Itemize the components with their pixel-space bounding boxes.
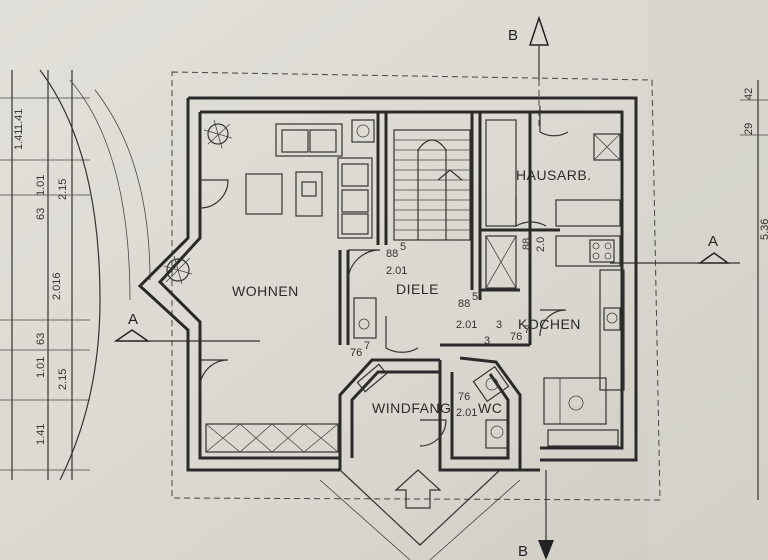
- plant-icon-2: [163, 255, 193, 285]
- door-dim-4: 76: [350, 347, 362, 359]
- section-a-right: [610, 252, 740, 264]
- room-label-wohnen: WOHNEN: [232, 283, 299, 299]
- door-dim-2-top: 88: [521, 238, 533, 250]
- door-dim-1-top: 88: [386, 248, 398, 260]
- page-fold: [648, 0, 768, 560]
- wc-fixtures: [472, 365, 510, 449]
- door-dim-1-sup: 5: [400, 241, 406, 253]
- section-b-top-label: B: [508, 27, 518, 44]
- door-dim-3-suffix: 3: [496, 319, 502, 331]
- staircase: [393, 129, 471, 241]
- dim-left-3: 1.41: [35, 424, 47, 445]
- door-dim-6-suffix: 3: [484, 335, 490, 347]
- dim-left-10: 2.15: [57, 369, 69, 390]
- door-dim-3-bottom: 2.01: [456, 319, 477, 331]
- door-dim-3-sup: 5: [472, 291, 478, 303]
- section-b-bottom-label: B: [518, 543, 528, 560]
- dim-left-4: 63: [35, 208, 47, 220]
- section-a-right-label: A: [708, 233, 718, 250]
- living-furniture: [205, 119, 377, 453]
- door-dim-5-sup: 7: [524, 324, 530, 336]
- section-b-top: [528, 15, 550, 130]
- door-dim-6-bottom: 2.01: [456, 407, 477, 419]
- room-label-kochen: KOCHEN: [518, 316, 581, 332]
- door-dim-1-bottom: 2.01: [386, 265, 407, 277]
- right-dimension-lines: [740, 80, 768, 500]
- door-dim-2-bottom: 2.0: [535, 237, 547, 252]
- dim-right-top2: 29: [743, 123, 755, 135]
- room-label-diele: DIELE: [396, 281, 439, 297]
- door-dim-4-sup: 7: [364, 340, 370, 352]
- dim-left-6: 1.41: [13, 109, 25, 130]
- section-a-left: [113, 329, 260, 342]
- dim-left-1: 1.41: [13, 129, 25, 150]
- door-dim-3-top: 88: [458, 298, 470, 310]
- entrance-arrow-icon: [319, 469, 521, 560]
- dim-left-2: 2.016: [51, 272, 63, 300]
- doors: [199, 106, 569, 447]
- section-a-left-label: A: [128, 311, 138, 328]
- dim-right-top: 42: [743, 88, 755, 100]
- dim-left-5: 1.01: [35, 175, 47, 196]
- dim-left-9: 2.15: [57, 179, 69, 200]
- plant-icon: [203, 119, 233, 149]
- dim-left-8: 1.01: [35, 357, 47, 378]
- section-b-bottom: [538, 470, 554, 560]
- door-dim-5: 76: [510, 331, 522, 343]
- dim-left-7: 63: [35, 333, 47, 345]
- dim-right-side: 5.36: [759, 219, 768, 240]
- left-dimension-lines: [0, 69, 151, 481]
- outer-walls: [137, 96, 638, 472]
- room-label-wc: WC: [478, 400, 502, 416]
- hausarb-furniture: [485, 119, 621, 289]
- room-label-hausarb: HAUSARB.: [516, 167, 592, 183]
- kitchen-furniture: [543, 235, 625, 447]
- room-label-windfang: WINDFANG: [372, 400, 451, 416]
- door-dim-6: 76: [458, 391, 470, 403]
- roof-outline: [171, 71, 661, 501]
